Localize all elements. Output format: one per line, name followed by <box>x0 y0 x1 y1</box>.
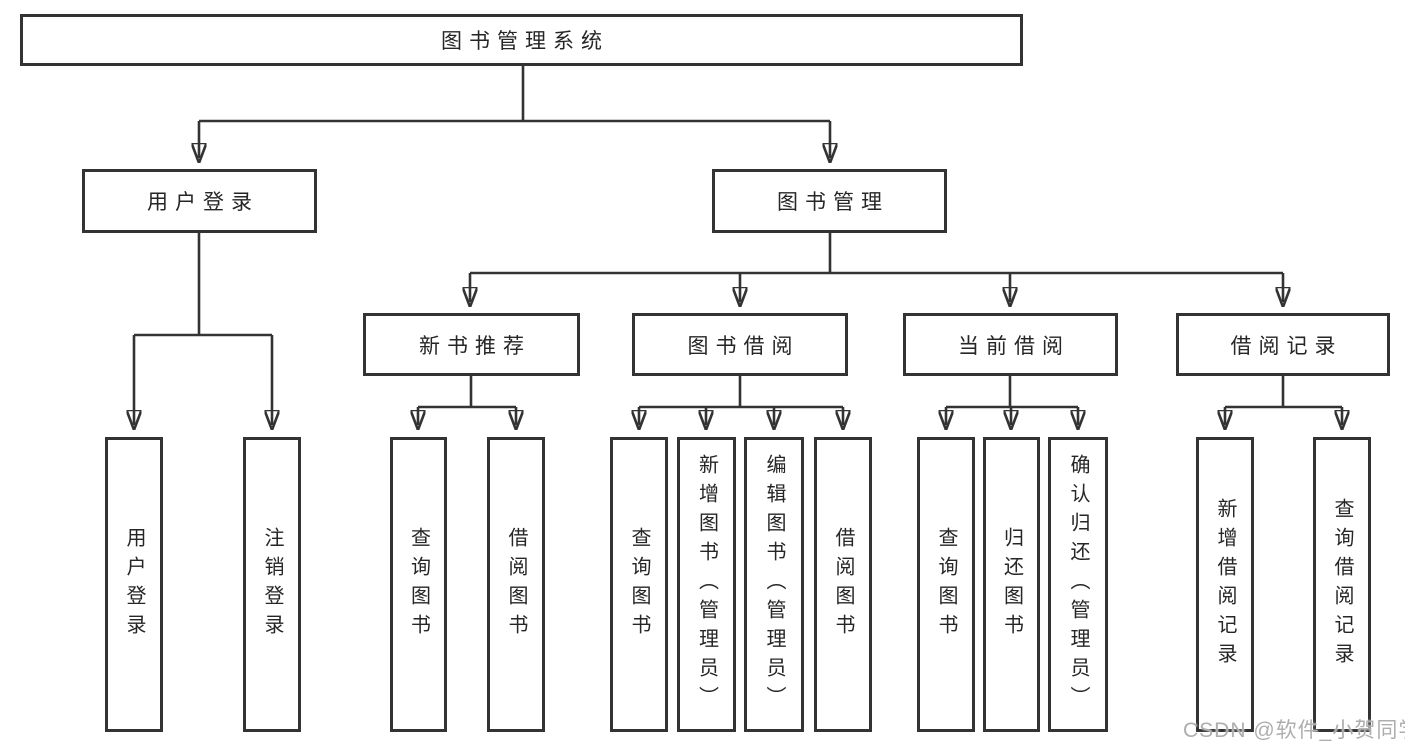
leaf-label: 注销登录 <box>261 526 283 643</box>
leaf-add-books-admin: 新增图书（管理员） <box>677 437 736 732</box>
node-root-library-system: 图书管理系统 <box>20 14 1023 66</box>
leaf-label: 查询图书 <box>407 526 430 643</box>
leaf-return-books: 归还图书 <box>983 437 1040 732</box>
node-new-book-recommend: 新书推荐 <box>363 313 580 376</box>
leaf-label: 编辑图书（管理员） <box>763 454 785 715</box>
node-book-management: 图书管理 <box>712 169 947 233</box>
leaf-user-login: 用户登录 <box>105 437 163 732</box>
leaf-query-borrow-record: 查询借阅记录 <box>1313 437 1371 732</box>
leaf-query-books-recommend: 查询图书 <box>390 437 447 732</box>
node-borrow-records: 借阅记录 <box>1176 313 1390 376</box>
leaf-label: 新增借阅记录 <box>1214 497 1236 672</box>
leaf-confirm-return-admin: 确认归还（管理员） <box>1048 437 1108 732</box>
connector-path <box>134 66 1342 409</box>
leaf-borrow-books: 借阅图书 <box>814 437 872 732</box>
node-user-login: 用户登录 <box>82 169 317 233</box>
leaf-label: 查询借阅记录 <box>1331 497 1353 672</box>
leaf-logout: 注销登录 <box>243 437 301 732</box>
leaf-query-books-borrow: 查询图书 <box>610 437 668 732</box>
leaf-label: 用户登录 <box>123 526 145 643</box>
leaf-label: 查询图书 <box>628 526 650 643</box>
node-current-borrow: 当前借阅 <box>903 313 1118 376</box>
leaf-label: 借阅图书 <box>505 526 527 643</box>
csdn-watermark: CSDN @软件_小贺同学 <box>1183 719 1405 742</box>
leaf-label: 归还图书 <box>1000 526 1023 643</box>
leaf-edit-books-admin: 编辑图书（管理员） <box>744 437 804 732</box>
leaf-label: 查询图书 <box>935 526 957 643</box>
leaf-label: 新增图书（管理员） <box>695 454 718 715</box>
leaf-label: 确认归还（管理员） <box>1067 454 1089 715</box>
leaf-borrow-books-recommend: 借阅图书 <box>487 437 545 732</box>
leaf-query-books-current: 查询图书 <box>917 437 975 732</box>
leaf-add-borrow-record: 新增借阅记录 <box>1196 437 1254 732</box>
leaf-label: 借阅图书 <box>832 526 854 643</box>
node-book-borrow: 图书借阅 <box>632 313 848 376</box>
